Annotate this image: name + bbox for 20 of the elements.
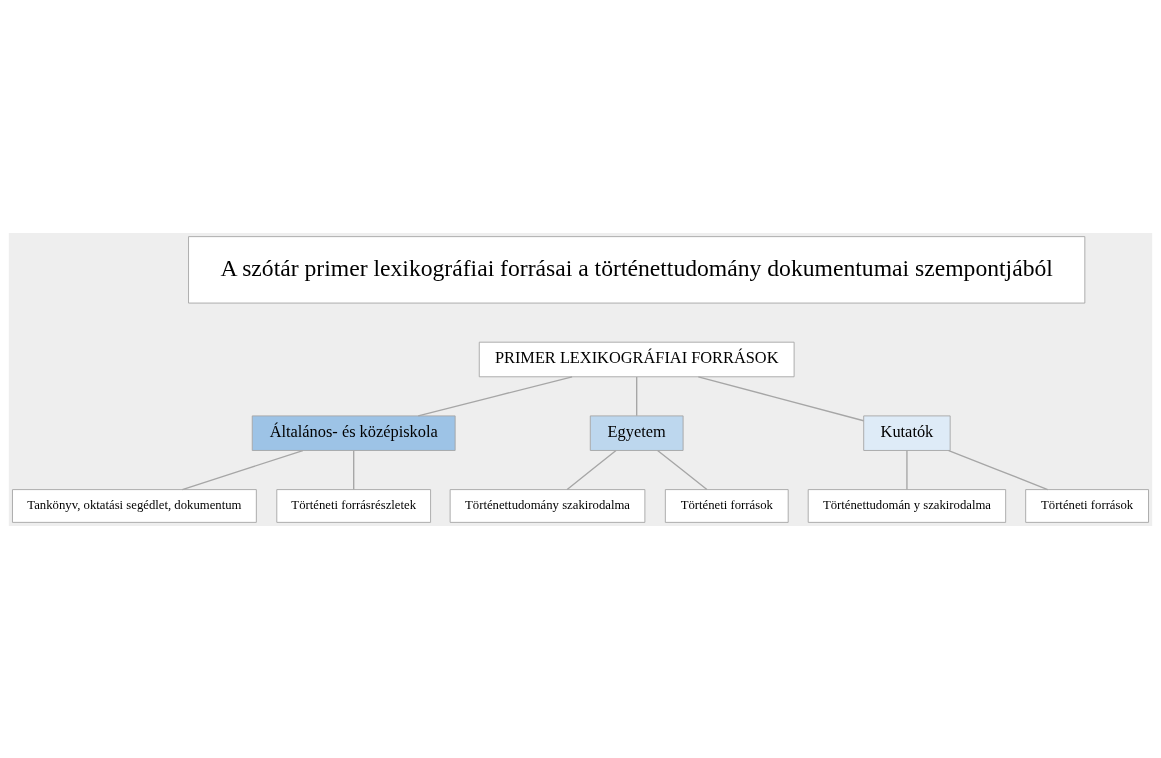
connector [353, 449, 355, 490]
connector [697, 375, 865, 421]
node-box: Történeti forrásrészletek [276, 488, 432, 523]
node-box: Általános- és középiskola [251, 414, 456, 451]
connector [181, 449, 304, 490]
connector [636, 375, 638, 416]
node-box: Egyetem [589, 414, 684, 451]
connector [948, 449, 1049, 490]
node-box: Történeti források [664, 488, 789, 523]
connector [656, 449, 708, 490]
connector [566, 449, 617, 490]
node-box: Tankönyv, oktatási segédlet, dokumentum [12, 488, 257, 523]
node-box: Történettudomán y szakirodalma [807, 488, 1007, 523]
node-box: Kutatók [863, 414, 951, 451]
node-box: Történeti források [1025, 488, 1149, 523]
node-box: Történettudomány szakirodalma [449, 488, 646, 523]
connector [417, 375, 573, 417]
node-box: A szótár primer lexikográfiai forrásai a történettudomány dokumentumai szempontjából [188, 235, 1086, 304]
connector [906, 449, 908, 490]
node-box: PRIMER LEXIKOGRÁFIAI FORRÁSOK [478, 341, 795, 377]
